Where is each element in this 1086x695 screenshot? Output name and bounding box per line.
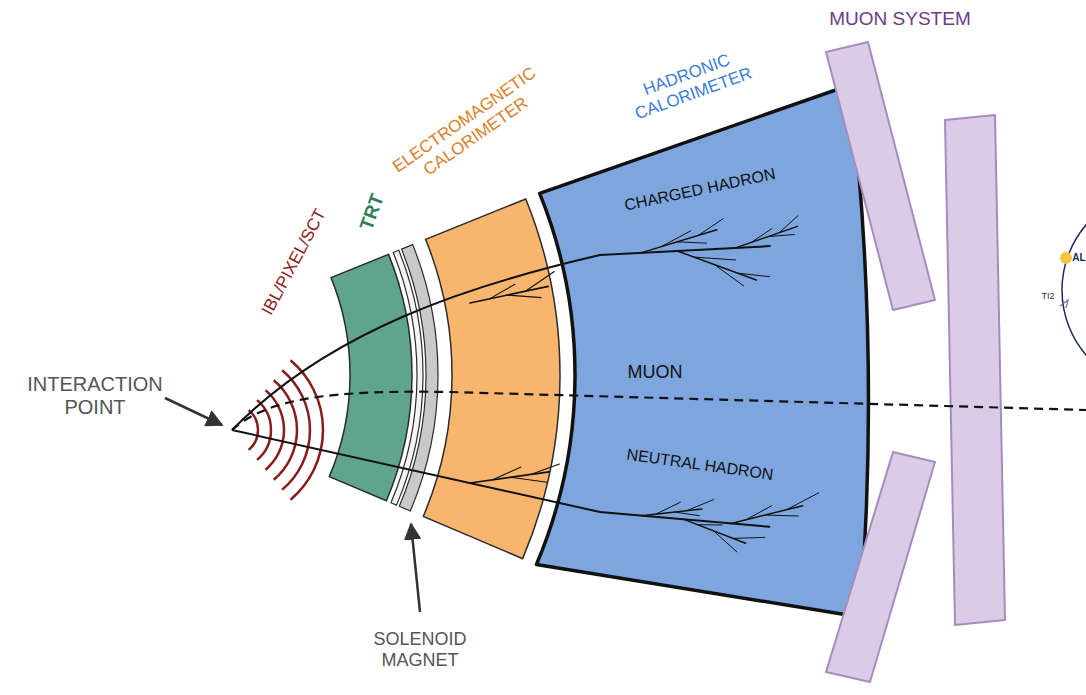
part-label: ELECTROMAGNETIC CALORIMETER [385, 60, 555, 195]
logo-mark [1060, 300, 1068, 308]
shower-branch [677, 251, 756, 280]
shower-branch [470, 472, 549, 483]
label-anchor: AL [1071, 252, 1086, 264]
neutral-hadron-track [232, 430, 600, 512]
part-label: HADRONIC CALORIMETER [613, 40, 767, 128]
shower-branch [507, 295, 541, 297]
label-anchor: ELECTROMAGNETIC CALORIMETER [385, 60, 555, 195]
label-anchor: TRT [351, 180, 392, 244]
label-anchor: INTERACTION POINT [10, 373, 180, 419]
part-label: AL [1071, 252, 1086, 264]
shower-branch [489, 284, 514, 299]
label-anchor: TI2 [1036, 291, 1060, 301]
shower-branch [738, 273, 769, 276]
muon-chamber [826, 452, 935, 682]
tracker-layer [274, 380, 297, 480]
pointer-arrow [165, 398, 222, 425]
shower-branch [713, 531, 737, 552]
shower-branch [661, 231, 691, 247]
label-anchor: NEUTRAL HADRON [600, 442, 801, 488]
pointer-arrow [411, 524, 420, 612]
shower-branch [733, 537, 765, 538]
shower-branch [531, 464, 560, 474]
part-label: INTERACTION POINT [10, 373, 180, 419]
shower-branch [687, 500, 714, 511]
hadronic-calorimeter [536, 85, 868, 617]
label-anchor: HADRONIC CALORIMETER [613, 40, 767, 128]
muon-chamber [945, 115, 1005, 625]
part-label: TI2 [1036, 291, 1060, 301]
em-calorimeter [423, 199, 560, 559]
shower-branch [510, 477, 547, 482]
label-anchor: SOLENOID MAGNET [360, 629, 480, 670]
label-anchor: MUON [605, 362, 705, 383]
part-label: TRT [351, 180, 392, 244]
shower-branch [677, 242, 707, 243]
shower-branch [714, 265, 743, 286]
tracker-layer [290, 360, 323, 499]
tracker-layer [282, 370, 310, 490]
part-label: MUON SYSTEM [800, 8, 1000, 30]
label-anchor: IBL/PIXEL/SCT [248, 187, 340, 337]
shower-branch [731, 506, 802, 524]
label-anchor: CHARGED HADRON [600, 160, 799, 220]
shower-branch [694, 257, 735, 260]
shower-branch [779, 216, 798, 233]
tracker-layer [265, 390, 284, 470]
logo-dot [1060, 252, 1072, 264]
shower-branch [641, 509, 701, 516]
tracker-layer [257, 400, 271, 460]
shower-branch [765, 515, 798, 517]
shower-branch [751, 229, 771, 243]
shower-branch [786, 493, 818, 510]
shower-branch [641, 230, 717, 253]
shower-branch [698, 524, 722, 525]
part-label: SOLENOID MAGNET [360, 629, 480, 670]
part-label: NEUTRAL HADRON [600, 442, 801, 488]
trt-band [329, 254, 412, 500]
part-label: IBL/PIXEL/SCT [248, 187, 340, 337]
shower-branch [746, 506, 772, 520]
shower-branch [768, 235, 794, 237]
muon-track [232, 392, 1086, 430]
shower-branch [736, 226, 798, 248]
shower-branch [525, 271, 554, 291]
part-label: MUON [605, 362, 705, 383]
shower-branch [698, 219, 723, 236]
part-label: CHARGED HADRON [600, 160, 799, 220]
label-anchor: MUON SYSTEM [800, 8, 1000, 30]
shower-branch [470, 286, 548, 303]
shower-branch [674, 512, 699, 516]
logo-ring [1062, 190, 1086, 390]
muon-chamber [826, 42, 935, 310]
